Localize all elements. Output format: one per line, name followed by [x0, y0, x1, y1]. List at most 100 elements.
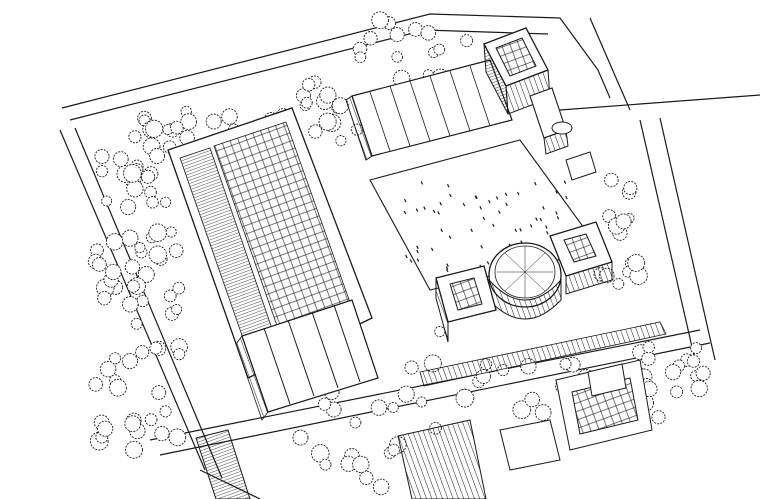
tree-canopy — [171, 303, 183, 316]
plaza-figure-mark — [505, 202, 508, 207]
tree-canopy — [221, 108, 238, 125]
plaza-figure-mark — [529, 224, 533, 228]
plaza-figure-mark — [504, 192, 508, 197]
tree-canopy — [319, 458, 332, 471]
tree-canopy — [629, 266, 648, 285]
tree-canopy — [130, 317, 143, 330]
plaza-figure-mark — [480, 245, 483, 249]
tree-canopy — [99, 360, 117, 378]
tree-canopy — [695, 365, 711, 381]
tree-canopy — [88, 377, 103, 392]
tree-canopy — [623, 180, 638, 196]
tree-canopy — [101, 195, 113, 207]
plaza-figure-mark — [555, 211, 558, 215]
tree-canopy — [205, 113, 222, 130]
lower-block-row — [235, 299, 379, 421]
tree-canopy — [300, 96, 313, 109]
tree-canopy — [170, 120, 184, 135]
plaza-figure-mark — [403, 210, 407, 215]
tree-canopy — [387, 443, 400, 457]
tree-canopy — [148, 245, 167, 264]
tree-canopy — [292, 429, 309, 446]
tree-canopy — [404, 360, 419, 375]
tree-canopy — [122, 296, 139, 313]
tree-canopy — [301, 77, 316, 92]
tree-canopy — [690, 342, 702, 355]
plaza-figure-mark — [416, 249, 419, 254]
tree-canopy — [686, 354, 701, 368]
tree-canopy — [335, 135, 347, 147]
tree-canopy — [168, 428, 187, 447]
plaza-figure-mark — [416, 258, 420, 262]
tree-canopy — [363, 31, 378, 46]
tree-canopy — [149, 341, 163, 355]
plaza-figure-mark — [446, 263, 449, 267]
tree-canopy — [173, 348, 186, 361]
plaza-figure-mark — [535, 217, 538, 221]
plaza-figure-mark — [492, 223, 495, 228]
tree-canopy — [151, 385, 167, 401]
plaza-figure-mark — [516, 191, 520, 196]
tree-canopy — [690, 379, 708, 398]
tree-canopy — [180, 113, 198, 130]
tree-canopy — [126, 180, 144, 198]
plaza-figure-mark — [439, 201, 442, 206]
plaza-figure-mark — [448, 235, 452, 239]
tree-canopy — [159, 405, 172, 418]
rotunda — [488, 242, 562, 320]
tree-canopy — [94, 148, 110, 165]
tree-canopy — [144, 413, 158, 426]
tree-canopy — [165, 226, 177, 238]
tree-canopy — [397, 385, 415, 403]
tree-canopy — [359, 470, 374, 486]
tree-canopy — [120, 198, 137, 216]
hatched-road-band — [419, 321, 667, 387]
tree-canopy — [349, 416, 362, 429]
plaza-figure-mark — [565, 195, 568, 200]
plaza-figure-mark — [475, 195, 478, 199]
plaza-figure-mark — [462, 202, 466, 207]
tree-canopy — [163, 289, 177, 303]
tree-canopy — [135, 345, 150, 360]
tree-canopy — [354, 51, 367, 64]
tree-canopy — [125, 440, 143, 459]
plaza-figure-mark — [445, 266, 449, 270]
upper-roof-building — [345, 59, 513, 161]
tree-canopy — [136, 294, 149, 308]
bottom-buildings — [195, 359, 653, 499]
tree-canopy — [172, 281, 186, 295]
tree-canopy — [124, 415, 142, 432]
plaza-figure-mark — [519, 228, 522, 232]
tree-canopy — [651, 410, 666, 425]
plaza-figure-mark — [403, 198, 407, 203]
plaza-figure-mark — [488, 199, 491, 204]
plaza-figure-mark — [405, 254, 408, 259]
tree-canopy — [121, 229, 139, 247]
tree-canopy — [124, 259, 141, 275]
tree-canopy — [108, 352, 122, 365]
plaza-figure-mark — [534, 181, 537, 186]
corner-tower — [483, 27, 551, 115]
tree-canopy — [144, 185, 157, 199]
tree-canopy — [121, 353, 139, 370]
tree-canopy — [642, 340, 655, 354]
tree-canopy — [160, 196, 172, 208]
tree-canopy — [97, 291, 112, 306]
tree-canopy — [604, 172, 619, 188]
tree-canopy — [318, 112, 337, 131]
plaza-figure-mark — [556, 216, 560, 220]
tree-canopy — [137, 266, 155, 283]
plaza-figure-mark — [498, 210, 501, 214]
tree-canopy — [627, 253, 646, 272]
tree-canopy — [140, 169, 156, 184]
tree-canopy — [612, 278, 625, 290]
tree-canopy — [434, 326, 446, 338]
tree-canopy — [109, 378, 127, 397]
plaza-figure-mark — [409, 259, 413, 263]
plaza-figure-mark — [542, 206, 545, 210]
tree-canopy — [420, 25, 437, 41]
plaza-figure-mark — [423, 206, 426, 210]
plaza-figure-mark — [432, 209, 436, 214]
plaza-figure-mark — [482, 216, 486, 221]
plaza-figure-mark — [445, 268, 449, 273]
